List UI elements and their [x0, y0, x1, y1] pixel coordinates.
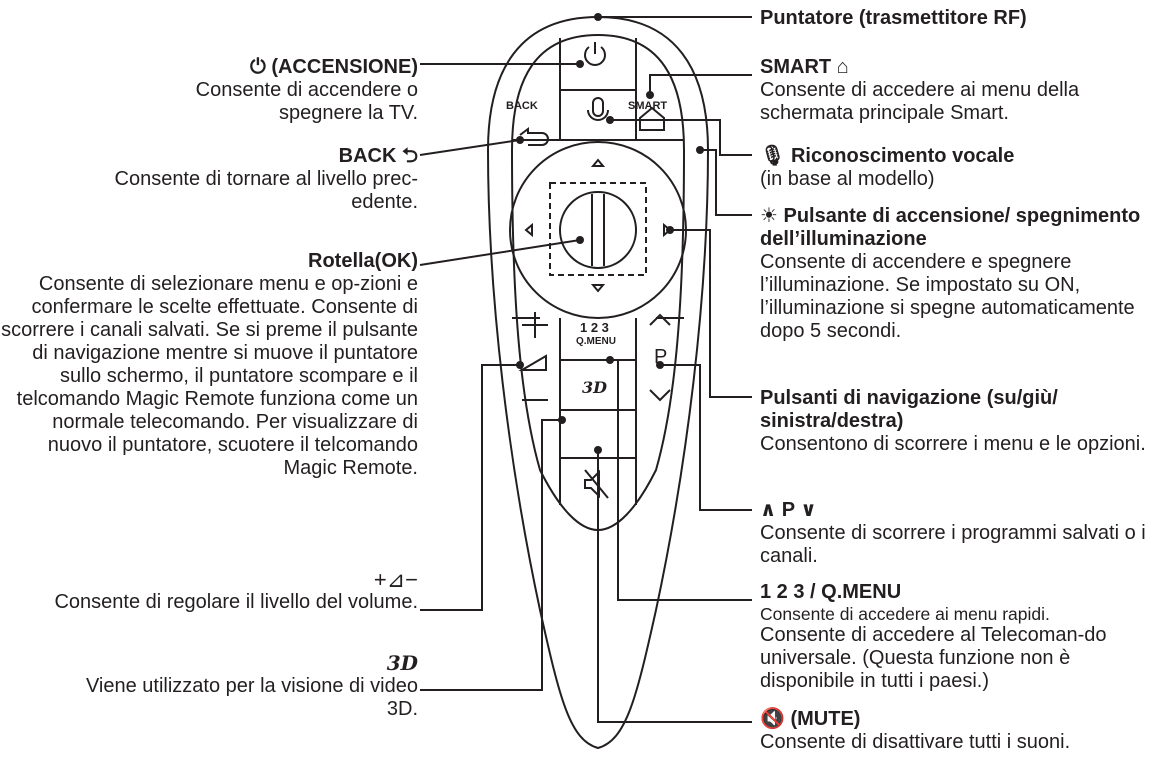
callout-pointer: Puntatore (trasmettitore RF): [760, 7, 1165, 30]
callout-qmenu: 1 2 3 / Q.MENU Consente di accedere ai m…: [760, 581, 1165, 693]
remote-body: [486, 15, 710, 750]
leader-3d: [420, 419, 562, 691]
callout-light-title: ☀ Pulsante di accensione/ spegnimento de…: [760, 205, 1141, 250]
callout-back-desc: Consente di tornare al livello prec-eden…: [114, 168, 419, 213]
leader-dot-prog: [656, 361, 664, 369]
leader-dot-wheel: [576, 236, 584, 244]
leader-mute: [597, 450, 752, 723]
leader-voice: [610, 119, 752, 156]
remote-p-key[interactable]: P: [654, 346, 668, 368]
callout-power: ⏻ (ACCENSIONE) Consente di accendere o s…: [0, 56, 418, 125]
callout-power-title: ⏻ (ACCENSIONE): [249, 56, 418, 78]
leader-dot-power: [576, 60, 584, 68]
leader-dot-nav: [666, 226, 674, 234]
leader-nav: [670, 229, 752, 398]
callout-smart: SMART ⌂ Consente di accedere ai menu del…: [760, 56, 1165, 125]
remote-num-key[interactable]: 1 2 3: [580, 320, 609, 335]
callout-wheel-desc: Consente di selezionare menu e op-zioni …: [1, 273, 418, 479]
leader-dot-smart: [646, 91, 654, 99]
callout-voice-desc: (in base al modello): [760, 168, 935, 190]
callout-volume-title: +⊿−: [373, 567, 418, 592]
callout-smart-desc: Consente di accedere ai menu della scher…: [760, 79, 1080, 124]
callout-3d-desc: Viene utilizzato per la visione di video…: [85, 675, 418, 720]
leader-dot-pointer: [594, 13, 602, 21]
callout-nav-title: Pulsanti di navigazione (su/giù/ sinistr…: [760, 387, 1058, 432]
callout-wheel-title: Rotella(OK): [308, 250, 418, 272]
leader-back: [419, 139, 521, 156]
callout-light: ☀ Pulsante di accensione/ spegnimento de…: [760, 205, 1165, 343]
callout-qmenu-desc: Consente di accedere al Telecoman-do uni…: [760, 624, 1107, 692]
leader-volume: [420, 364, 520, 611]
callout-3d-title: 3D: [386, 651, 418, 675]
leader-dot-light: [696, 146, 704, 154]
leader-wheel: [419, 239, 581, 266]
leader-dot-voice: [606, 116, 614, 124]
callout-prog: ∧ P ∨ Consente di scorrere i programmi s…: [760, 499, 1165, 568]
callout-volume: +⊿− Consente di regolare il livello del …: [0, 568, 418, 614]
callout-back-title: BACK ⮌: [338, 145, 418, 167]
callout-qmenu-title: 1 2 3 / Q.MENU: [760, 581, 902, 603]
leader-dot-mute: [594, 446, 602, 454]
callout-volume-desc: Consente di regolare il livello del volu…: [54, 591, 418, 613]
callout-nav-desc: Consentono di scorrere i menu e le opzio…: [760, 433, 1146, 455]
callout-pointer-title: Puntatore (trasmettitore RF): [760, 7, 1027, 29]
wheel-ring: [559, 191, 637, 269]
leader-prog: [660, 364, 752, 511]
callout-prog-title: ∧ P ∨: [760, 499, 817, 521]
callout-light-desc: Consente di accendere e spegnere l’illum…: [760, 251, 1135, 342]
wheel-highlight: [549, 182, 647, 276]
callout-nav: Pulsanti di navigazione (su/giù/ sinistr…: [760, 387, 1165, 456]
leader-smart: [649, 74, 752, 95]
callout-prog-desc: Consente di scorrere i programmi salvati…: [760, 522, 1146, 567]
callout-mute: 🔇 (MUTE) Consente di disattivare tutti i…: [760, 708, 1165, 754]
leader-dot-qmenu: [606, 356, 614, 364]
callout-back: BACK ⮌ Consente di tornare al livello pr…: [0, 145, 419, 214]
leader-dot-back: [516, 136, 524, 144]
callout-wheel: Rotella(OK) Consente di selezionare menu…: [0, 250, 418, 480]
callout-power-desc: Consente di accendere o spegnere la TV.: [195, 79, 418, 124]
remote-3d-key[interactable]: 3D: [582, 378, 608, 397]
leader-dot-volume: [516, 361, 524, 369]
leader-light: [700, 149, 752, 216]
callout-qmenu-desc1: Consente di accedere ai menu rapidi.: [760, 604, 1050, 624]
remote-qmenu-key[interactable]: Q.MENU: [576, 336, 616, 347]
remote-back-key[interactable]: BACK: [506, 100, 538, 112]
callout-mute-title: 🔇 (MUTE): [760, 708, 861, 730]
callout-voice-title: 🎙 Riconoscimento vocale: [760, 145, 1015, 167]
callout-smart-title: SMART ⌂: [760, 56, 849, 78]
leader-dot-3d: [558, 416, 566, 424]
callout-3d: 3D Viene utilizzato per la visione di vi…: [0, 652, 418, 721]
callout-voice: 🎙 Riconoscimento vocale (in base al mode…: [760, 145, 1165, 191]
remote-smart-key[interactable]: SMART: [628, 100, 668, 112]
callout-mute-desc: Consente di disattivare tutti i suoni.: [760, 731, 1071, 753]
